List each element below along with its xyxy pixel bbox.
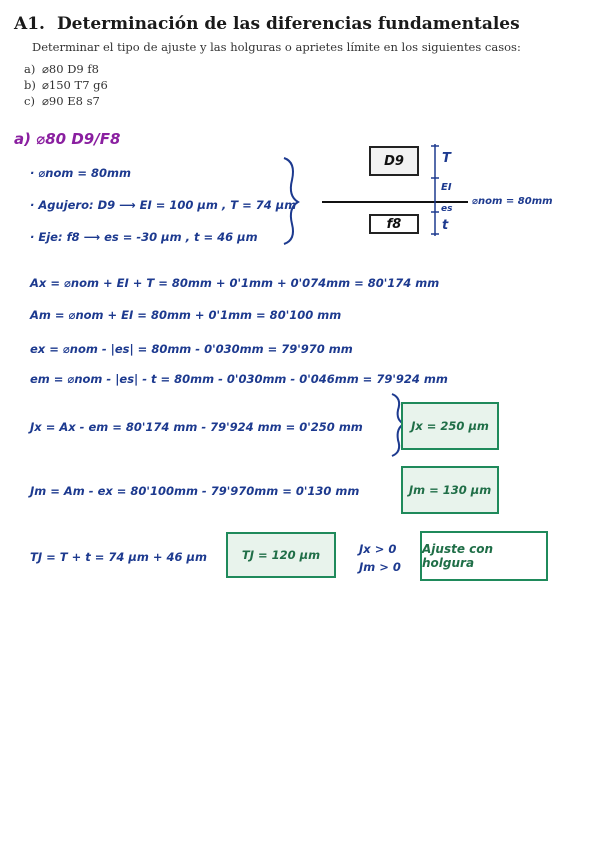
section-title: A1. Determinación de las diferencias fund… bbox=[14, 14, 520, 34]
conclusion-box: Ajuste con holgura bbox=[420, 531, 548, 581]
instruction-text: Determinar el tipo de ajuste y las holgu… bbox=[32, 40, 521, 54]
case-label: a) bbox=[24, 62, 36, 76]
hole-tolerance-zone: D9 bbox=[369, 146, 419, 176]
data-line-hole: · Agujero: D9 ⟶ EI = 100 μm , T = 74 μm bbox=[30, 198, 297, 212]
label-nominal: ⌀nom = 80mm bbox=[472, 196, 553, 207]
case-item: b) ⌀150 T7 g6 bbox=[24, 78, 108, 92]
condition-jx: Jx > 0 bbox=[359, 542, 397, 556]
result-box-jm: Jm = 130 μm bbox=[401, 466, 499, 514]
conclusion-text: Ajuste con holgura bbox=[422, 542, 494, 570]
equation-ax: Ax = ⌀nom + EI + T = 80mm + 0'1mm + 0'07… bbox=[30, 276, 440, 290]
equation-ex: ex = ⌀nom - |es| = 80mm - 0'030mm = 79'9… bbox=[30, 342, 353, 356]
equation-am: Am = ⌀nom + EI = 80mm + 0'1mm = 80'100 m… bbox=[30, 308, 342, 322]
data-line-nominal: · ⌀nom = 80mm bbox=[30, 166, 131, 180]
result-jx: Jx = 250 μm bbox=[411, 419, 489, 433]
case-text: ⌀150 T7 g6 bbox=[42, 78, 108, 92]
case-item: a) ⌀80 D9 f8 bbox=[24, 62, 99, 76]
result-box-jx: Jx = 250 μm bbox=[401, 402, 499, 450]
label-es: es bbox=[441, 204, 453, 214]
hole-label: D9 bbox=[384, 153, 404, 169]
section-title-text: Determinación de las diferencias fundame… bbox=[56, 14, 520, 34]
label-t: t bbox=[442, 218, 449, 233]
result-tj: TJ = 120 μm bbox=[241, 548, 321, 562]
label-EI: EI bbox=[441, 182, 452, 193]
case-label: c) bbox=[24, 94, 35, 108]
shaft-label: f8 bbox=[386, 216, 402, 232]
label-T: T bbox=[442, 151, 451, 166]
brace-left-group bbox=[283, 157, 300, 245]
equation-jm: Jm = Am - ex = 80'100mm - 79'970mm = 0'1… bbox=[30, 484, 360, 498]
result-box-tj: TJ = 120 μm bbox=[226, 532, 336, 578]
shaft-tolerance-zone: f8 bbox=[369, 214, 419, 234]
equation-tj: TJ = T + t = 74 μm + 46 μm bbox=[30, 550, 207, 564]
case-text: ⌀90 E8 s7 bbox=[42, 94, 100, 108]
condition-jm: Jm > 0 bbox=[359, 560, 401, 574]
equation-jx: Jx = Ax - em = 80'174 mm - 79'924 mm = 0… bbox=[30, 420, 363, 434]
result-jm: Jm = 130 μm bbox=[408, 483, 492, 497]
section-number: A1. bbox=[14, 14, 45, 34]
case-label: b) bbox=[24, 78, 36, 92]
solution-heading: a) ⌀80 D9/F8 bbox=[14, 130, 121, 148]
case-text: ⌀80 D9 f8 bbox=[42, 62, 99, 76]
data-line-shaft: · Eje: f8 ⟶ es = -30 μm , t = 46 μm bbox=[30, 230, 258, 244]
case-item: c) ⌀90 E8 s7 bbox=[24, 94, 100, 108]
equation-em: em = ⌀nom - |es| - t = 80mm - 0'030mm - … bbox=[30, 372, 448, 386]
